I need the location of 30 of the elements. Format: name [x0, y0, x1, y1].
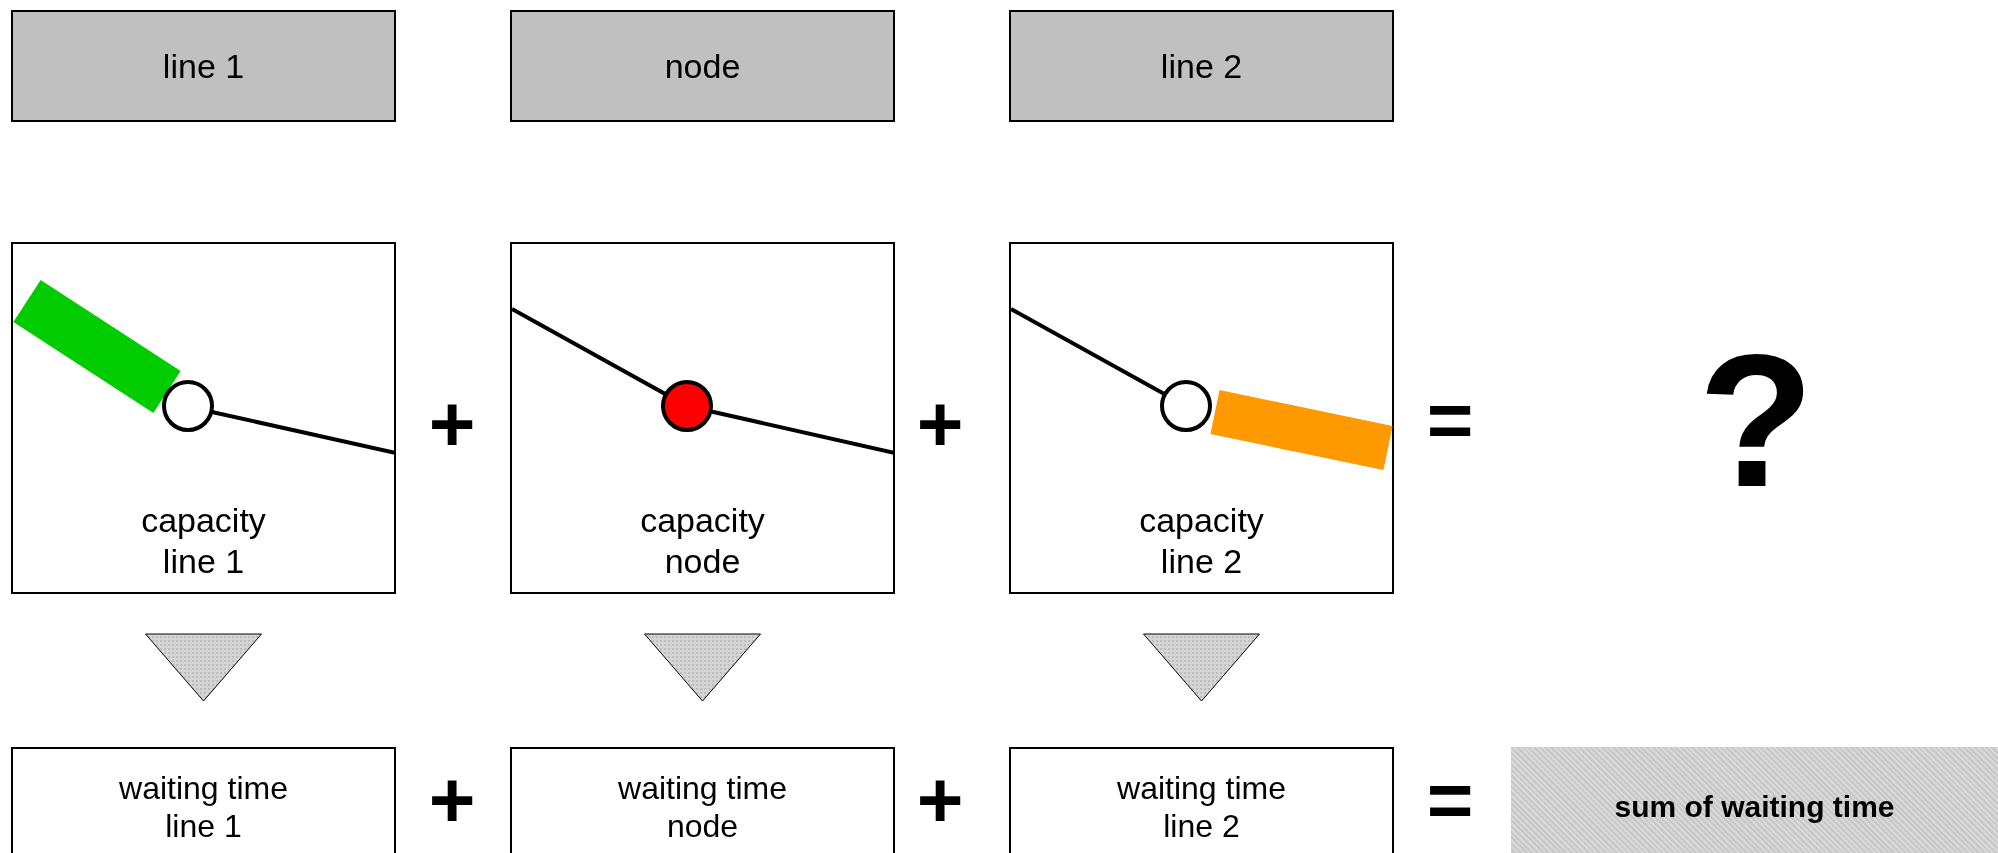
node-label: sum of waiting time	[1614, 789, 1895, 825]
header-box	[11, 10, 396, 122]
equals-sign: =	[1426, 760, 1474, 840]
node-label: node	[664, 45, 741, 87]
down-arrow	[145, 633, 262, 702]
capacity-panel	[11, 242, 396, 594]
result-box	[1009, 747, 1394, 853]
result-box	[510, 747, 895, 853]
down-arrow	[1143, 633, 1260, 702]
header-box	[1009, 10, 1394, 122]
node-label: waiting time line 2	[1116, 768, 1287, 846]
node-label: capacity line 2	[1138, 500, 1265, 582]
node-label: capacity node	[639, 500, 766, 582]
header-box	[510, 10, 895, 122]
node-label: capacity line 1	[140, 500, 267, 582]
result-box	[11, 747, 396, 853]
plus-sign: +	[428, 760, 476, 840]
equals-sign: =	[1426, 380, 1474, 460]
question-mark: ?	[1697, 325, 1815, 515]
plus-sign: +	[428, 384, 476, 464]
node-label: line 1	[162, 45, 245, 87]
down-arrow	[644, 633, 761, 702]
capacity-panel	[1009, 242, 1394, 594]
node-label: line 2	[1160, 45, 1243, 87]
sum-box	[1511, 747, 1998, 853]
plus-sign: +	[916, 760, 964, 840]
node-label: waiting time node	[617, 768, 788, 846]
plus-sign: +	[916, 384, 964, 464]
capacity-panel	[510, 242, 895, 594]
node-label: waiting time line 1	[118, 768, 289, 846]
